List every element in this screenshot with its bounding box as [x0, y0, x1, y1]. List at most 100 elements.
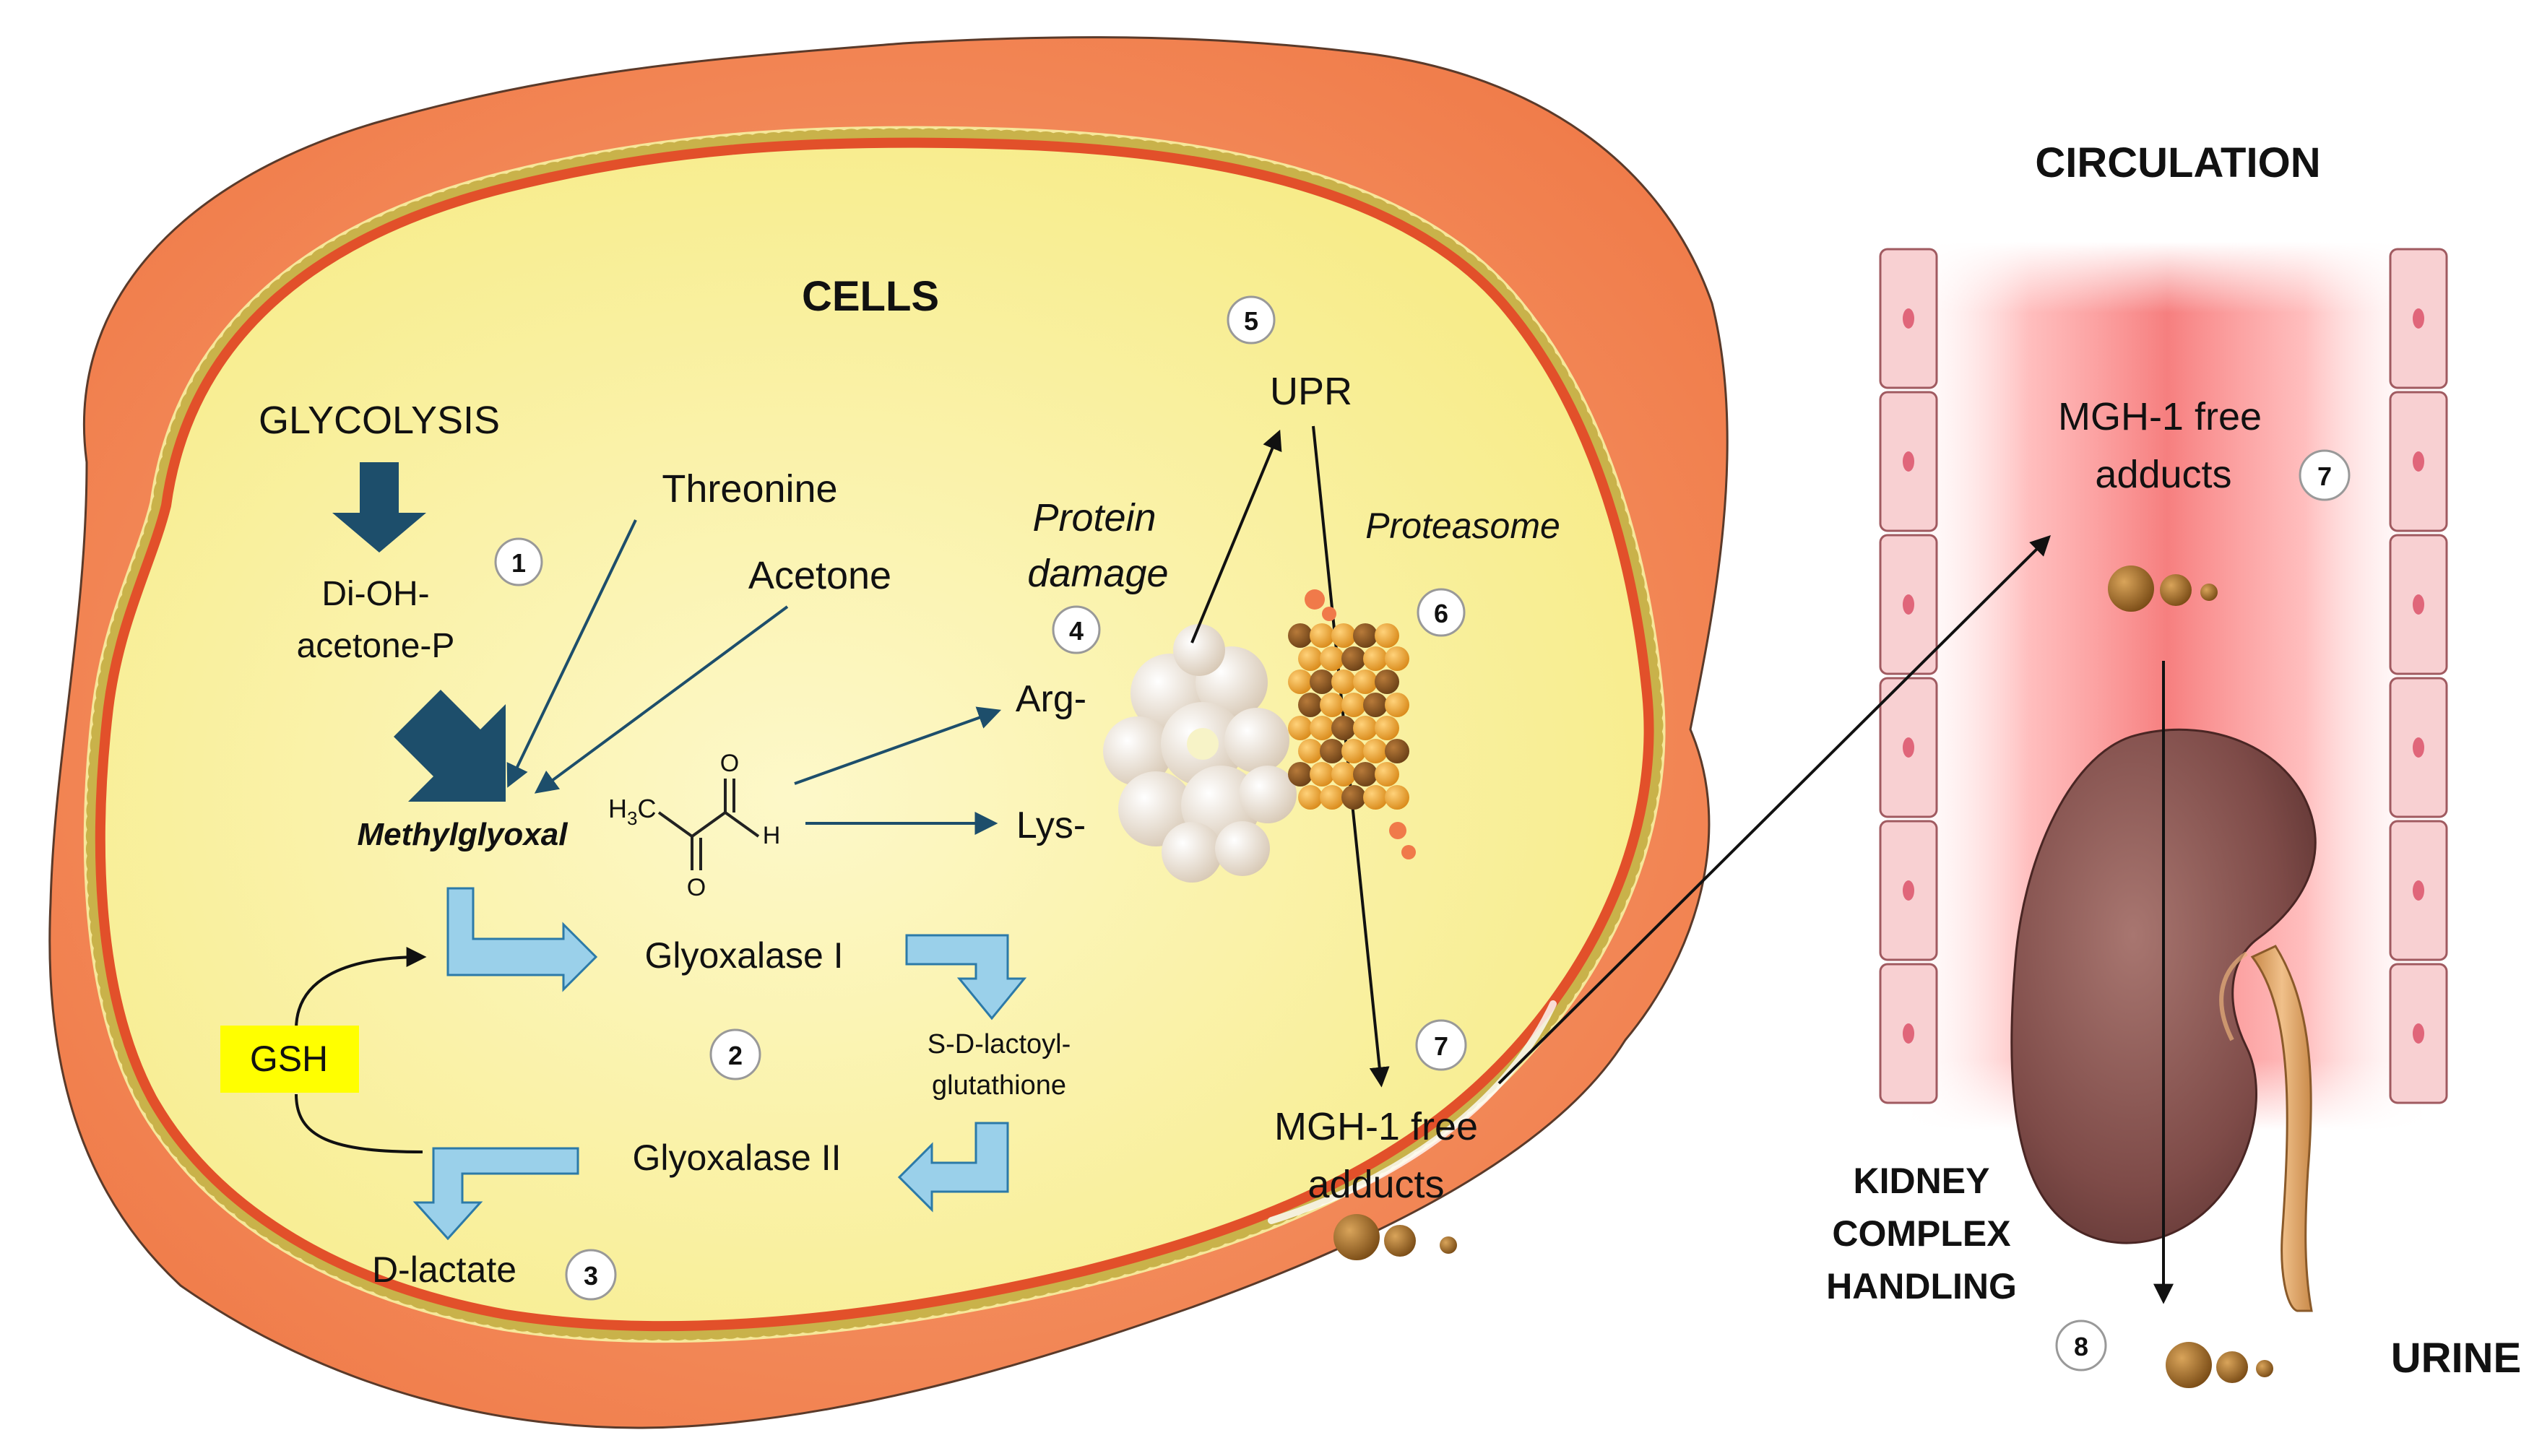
proteasome-subunit — [1331, 716, 1356, 740]
step-badge-8: 8 — [2055, 1320, 2107, 1372]
proteasome-subunit — [1375, 670, 1399, 694]
endothelial-nucleus — [2413, 451, 2424, 472]
kidney-heading-line2: COMPLEX — [1832, 1213, 2010, 1254]
proteasome-subunit — [1353, 762, 1378, 786]
proteasome-subunit — [1375, 762, 1399, 786]
dihap-label-line2: acetone-P — [297, 627, 455, 665]
svg-text:7: 7 — [1434, 1031, 1448, 1061]
endothelial-nucleus — [1903, 594, 1914, 615]
circulation-heading: CIRCULATION — [2035, 139, 2320, 186]
svg-text:O: O — [720, 750, 739, 777]
proteasome-subunit — [1288, 716, 1313, 740]
threonine-label: Threonine — [662, 467, 837, 511]
proteasome-subunit — [1375, 716, 1399, 740]
methylglyoxal-structure: H3C O O H — [608, 750, 780, 901]
kidney-heading-line1: KIDNEY — [1854, 1161, 1990, 1201]
urine-heading: URINE — [2391, 1335, 2521, 1382]
proteasome-structure — [1288, 589, 1416, 859]
gsh-cycle-arrow — [295, 947, 427, 1030]
svg-text:O: O — [687, 874, 706, 901]
methylglyoxal-label: Methylglyoxal — [358, 817, 569, 852]
svg-text:6: 6 — [1434, 599, 1448, 628]
cell-to-circulation-arrow — [1497, 535, 2051, 1085]
endothelial-nucleus — [1903, 451, 1914, 472]
glycolysis-arrow — [332, 462, 426, 552]
proteasome-subunit — [1298, 785, 1323, 810]
mg-to-arg-arrow — [794, 706, 1002, 785]
step-badge-3: 3 — [565, 1249, 617, 1301]
lys-label: Lys- — [1016, 805, 1086, 846]
vessel-wall-right — [2389, 248, 2448, 1104]
proteasome-subunit — [1363, 785, 1388, 810]
proteasome-subunit — [1353, 670, 1378, 694]
endothelial-nucleus — [2413, 594, 2424, 615]
step-badge-5: 5 — [1227, 295, 1276, 344]
proteasome-subunit — [1310, 716, 1334, 740]
protein-damage-line1: Protein — [1032, 496, 1156, 540]
arg-label: Arg- — [1016, 678, 1086, 720]
proteasome-subunit — [1341, 739, 1366, 763]
endothelial-nucleus — [1903, 1023, 1914, 1044]
proteasome-subunit — [1310, 623, 1334, 648]
upr-label: UPR — [1270, 370, 1352, 413]
mgh-cell-line1: MGH-1 free — [1274, 1105, 1478, 1148]
proteasome-subunit — [1385, 739, 1409, 763]
proteasome-subunit — [1298, 646, 1323, 671]
proteasome-subunit — [1363, 646, 1388, 671]
glyoxalase-2-label: Glyoxalase II — [632, 1138, 841, 1178]
mgh-cell-line2: adducts — [1307, 1163, 1444, 1206]
glo2-to-dlactate-arrow — [412, 1147, 579, 1241]
lactoyl-label-line1: S-D-lactoyl- — [928, 1029, 1071, 1060]
proteasome-subunit — [1331, 670, 1356, 694]
proteasome-subunit — [1341, 693, 1366, 717]
step-badge-2: 2 — [709, 1028, 761, 1080]
acetone-label: Acetone — [748, 554, 891, 597]
proteasome-subunit — [1385, 693, 1409, 717]
lactoyl-label-line2: glutathione — [932, 1070, 1066, 1101]
mgh-adduct-beads-circ — [2108, 566, 2218, 612]
damage-to-upr-arrow — [1190, 429, 1282, 644]
svg-text:H: H — [763, 822, 781, 849]
cells-heading: CELLS — [802, 273, 939, 320]
gsh-return-line — [295, 1093, 423, 1153]
svg-text:H3C: H3C — [608, 794, 656, 829]
mgh-circ-line2: adducts — [2095, 453, 2231, 496]
proteasome-subunit — [1320, 785, 1344, 810]
mg-to-glo1-arrow — [446, 887, 598, 992]
proteasome-subunit — [1331, 623, 1356, 648]
proteasome-subunit — [1375, 623, 1399, 648]
proteasome-cap — [1305, 589, 1325, 610]
step-badge-7-cell: 7 — [1415, 1019, 1467, 1071]
step-badge-7-circ: 7 — [2299, 449, 2351, 501]
kidney-heading-line3: HANDLING — [1826, 1266, 2017, 1306]
proteasome-subunit — [1310, 670, 1334, 694]
proteasome-cap — [1322, 607, 1336, 621]
mgh-adduct-beads-cell — [1333, 1214, 1457, 1260]
endothelial-nucleus — [2413, 737, 2424, 758]
proteasome-subunit — [1341, 785, 1366, 810]
proteasome-subunit — [1310, 762, 1334, 786]
mgh-adduct-beads-urine — [2166, 1342, 2273, 1388]
proteasome-subunit — [1288, 670, 1313, 694]
proteasome-subunit — [1385, 785, 1409, 810]
step-badge-6: 6 — [1417, 588, 1466, 637]
endothelial-nucleus — [2413, 308, 2424, 329]
endothelial-nucleus — [2413, 880, 2424, 901]
step-badge-1: 1 — [494, 537, 543, 586]
gsh-highlight-box — [220, 1026, 359, 1093]
glycolysis-label: GLYCOLYSIS — [259, 399, 500, 442]
proteasome-subunit — [1331, 762, 1356, 786]
svg-text:2: 2 — [728, 1041, 743, 1070]
svg-text:5: 5 — [1244, 306, 1258, 336]
dihap-arrow — [394, 690, 506, 802]
proteasome-subunit — [1353, 623, 1378, 648]
glo1-to-lactoyl-arrow — [905, 934, 1027, 1020]
endothelial-nucleus — [1903, 737, 1914, 758]
acetone-arrow — [534, 605, 789, 794]
proteasome-subunit — [1288, 623, 1313, 648]
svg-text:1: 1 — [511, 548, 526, 578]
svg-text:8: 8 — [2074, 1332, 2088, 1361]
dihap-label-line1: Di-OH- — [321, 575, 429, 613]
proteasome-subunit — [1353, 716, 1378, 740]
